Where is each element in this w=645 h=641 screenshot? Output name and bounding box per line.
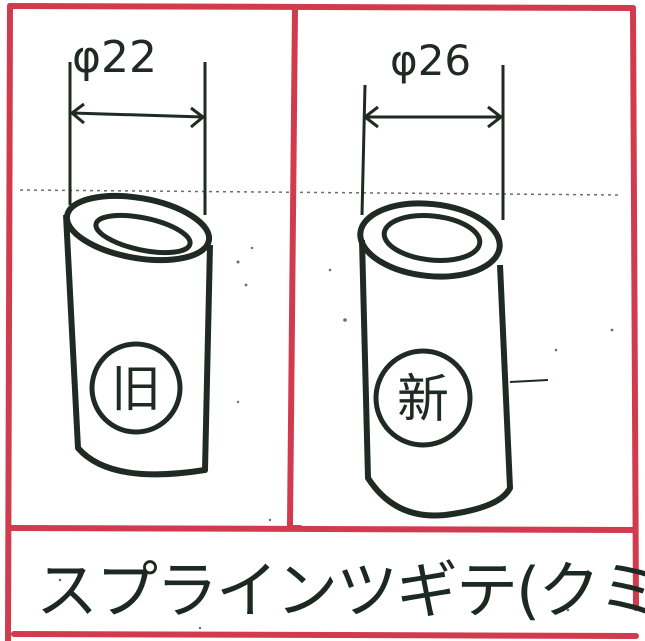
scan-noise <box>58 246 614 630</box>
new-badge-circle <box>373 348 473 448</box>
new-arrow-right <box>487 105 504 129</box>
new-badge-text: 新 <box>397 370 449 430</box>
new-cylinder-top-inner <box>381 213 483 263</box>
old-dimension-line <box>71 111 204 119</box>
reference-dotted-line <box>19 189 621 196</box>
frame-left <box>5 3 13 641</box>
old-badge-circle <box>89 341 183 435</box>
new-arrow-left <box>362 105 379 129</box>
new-leader-line <box>509 379 549 383</box>
old-badge-text: 旧 <box>111 360 161 418</box>
old-cylinder-body <box>63 214 213 478</box>
old-arrow-left <box>69 102 85 125</box>
caption-text: スプラインツギテ(クミ) <box>36 554 645 627</box>
old-part-drawing: φ22 旧 <box>63 32 213 478</box>
frame-top <box>7 3 636 11</box>
frame-right <box>630 5 639 611</box>
new-cylinder-body <box>359 239 513 519</box>
old-arrow-right <box>190 106 206 129</box>
frame-divider-horizontal <box>7 525 637 533</box>
frame-bottom <box>11 631 639 639</box>
frame-divider-vertical <box>287 5 298 528</box>
new-part-drawing: φ26 新 <box>357 36 549 519</box>
old-cylinder-top-outer <box>63 192 213 264</box>
frame <box>5 3 639 641</box>
new-diameter-label: φ26 <box>390 36 471 85</box>
new-extension-line-left <box>360 84 367 216</box>
old-diameter-label: φ22 <box>72 32 157 83</box>
old-cylinder-top-inner <box>93 212 193 256</box>
new-cylinder-top-outer <box>357 200 503 280</box>
